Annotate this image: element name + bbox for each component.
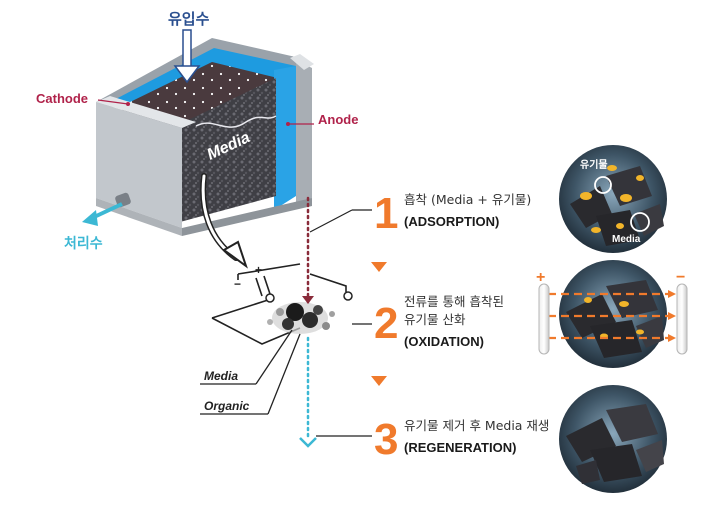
outflow-label: 처리수 — [64, 235, 103, 251]
electrode-minus: − — [676, 269, 685, 286]
step1-connector — [309, 209, 353, 233]
step-2-ko-2: 유기물 산화 — [404, 312, 466, 327]
step-arrow-1 — [371, 262, 387, 272]
current-arrow-2 — [668, 312, 676, 320]
current-lines — [548, 292, 672, 340]
flow-arrow-mid — [302, 296, 314, 304]
media-top — [122, 62, 286, 124]
organic-callout-label: Organic — [204, 399, 250, 413]
organic-callout-diag — [267, 333, 301, 415]
photo-adsorption: 유기물 Media — [559, 145, 667, 253]
step-1-en: (ADSORPTION) — [404, 214, 499, 229]
media-callout-diag — [255, 329, 293, 385]
wave-line — [195, 115, 277, 128]
step-3-ko: 유기물 제거 후 Media 재생 — [404, 418, 549, 433]
electrode-left — [538, 283, 550, 355]
zoom-arrow-head — [222, 240, 248, 269]
step-1-ko: 흡착 (Media + 유기물) — [404, 192, 531, 207]
reactor-base — [182, 198, 312, 236]
reactor-right-wall — [296, 60, 312, 206]
step-3-en: (REGENERATION) — [404, 440, 516, 455]
step-2-en: (OXIDATION) — [404, 334, 484, 349]
electrode-right — [676, 283, 688, 355]
media-callout-label: Media — [204, 369, 238, 383]
photo-media-label: Media — [612, 234, 641, 245]
photo-regeneration — [559, 385, 667, 493]
step-3: 3 유기물 제거 후 Media 재생 (REGENERATION) — [374, 415, 549, 464]
step-2: 2 전류를 통해 흡착된 유기물 산화 (OXIDATION) — [374, 294, 504, 349]
step-1-number: 1 — [374, 189, 398, 238]
circuit-plus: + — [255, 263, 262, 277]
terminal-left — [265, 293, 275, 303]
flow-arrow-bottom — [299, 437, 317, 448]
cathode-label: Cathode — [36, 91, 88, 106]
step-2-ko-1: 전류를 통해 흡착된 — [404, 294, 504, 309]
anode-water — [274, 66, 296, 210]
reactor-right-wall-top — [290, 54, 314, 70]
inflow-label: 유입수 — [168, 11, 210, 28]
electrode-plus: + — [536, 269, 545, 286]
cathode-dot — [126, 102, 130, 106]
step-2-number: 2 — [374, 299, 398, 348]
step-1: 1 흡착 (Media + 유기물) (ADSORPTION) — [374, 189, 531, 238]
current-arrow-1 — [668, 290, 676, 298]
media-chunks-3 — [566, 404, 664, 484]
step-arrow-2 — [371, 376, 387, 386]
circuit — [211, 263, 347, 345]
circuit-minus: − — [234, 277, 241, 291]
particle-cluster — [267, 302, 335, 334]
photo-oxidation — [548, 260, 676, 368]
step-3-number: 3 — [374, 415, 398, 464]
anode-dot — [286, 122, 290, 126]
outflow-arrow — [82, 202, 123, 226]
current-arrow-3 — [668, 334, 676, 342]
media-marker — [630, 212, 650, 232]
organic-marker — [594, 176, 612, 194]
reactor-left-wall-top — [96, 96, 196, 128]
inflow-arrow — [173, 29, 201, 84]
photo-organic-label: 유기물 — [580, 158, 608, 171]
cathode-line — [97, 99, 129, 105]
terminal-right — [343, 291, 353, 301]
anode-label: Anode — [318, 112, 358, 127]
organic-blobs-1 — [580, 165, 644, 233]
